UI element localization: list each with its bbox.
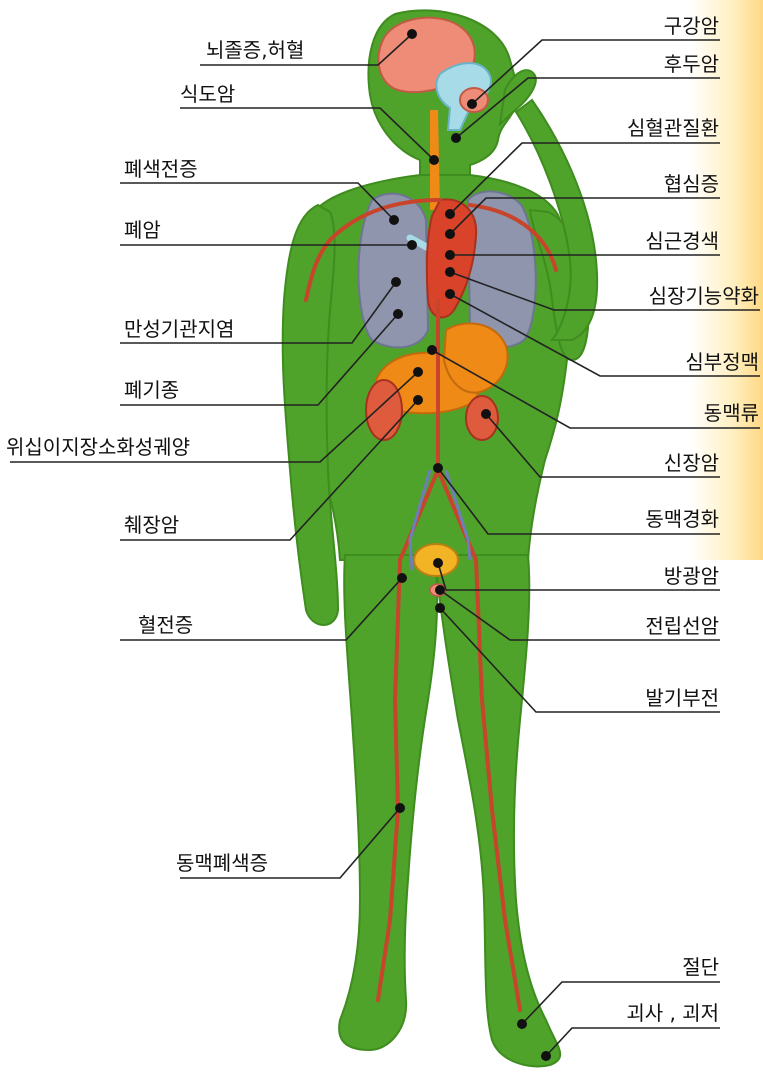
label-larynx: 후두암 [664,52,719,76]
dot-heart-failure [445,267,455,277]
label-amputation: 절단 [682,955,719,979]
dot-angina [445,229,455,239]
dot-kidney [481,409,491,419]
dot-impotence [435,603,445,613]
dot-cardio [445,209,455,219]
body-silhouette [283,10,597,1066]
dot-aneurysm [427,345,437,355]
label-angina: 협심증 [664,172,719,196]
label-thrombosis: 혈전증 [138,613,193,637]
dot-arterial-occlusion [395,803,405,813]
stomach [444,323,508,392]
label-oral: 구강암 [664,14,719,38]
label-lung-cancer: 폐암 [124,218,161,242]
label-aneurysm: 동맥류 [704,401,759,425]
dot-amputation [517,1019,527,1029]
dot-esophagus [429,155,439,165]
dot-bronchitis [391,277,401,287]
label-emphysema: 폐기종 [124,378,179,402]
label-impotence: 발기부전 [645,686,719,710]
dot-lung-cancer [407,240,417,250]
dot-necrosis [541,1051,551,1061]
label-bronchitis: 만성기관지염 [124,317,234,341]
dot-arteriosclerosis [433,463,443,473]
label-pancreas: 췌장암 [124,513,179,537]
dot-arrhythmia [445,289,455,299]
label-arterial-occlusion: 동맥폐색증 [176,851,268,875]
label-kidney: 신장암 [664,451,719,475]
label-brain: 뇌졸증,허혈 [206,38,304,62]
dot-embolism [389,215,399,225]
label-infarction: 심근경색 [645,229,719,253]
label-necrosis: 괴사 , 괴저 [626,1001,719,1025]
right-kidney [466,396,498,440]
dot-ulcer [413,367,423,377]
label-prostate: 전립선암 [645,614,719,638]
dot-larynx [451,133,461,143]
dot-brain [407,29,417,39]
dot-prostate [435,585,445,595]
label-embolism: 폐색전증 [124,157,198,181]
dot-thrombosis [397,573,407,583]
label-cardio: 심혈관질환 [627,116,719,140]
label-arrhythmia: 심부정맥 [685,350,759,374]
label-bladder: 방광암 [664,564,719,588]
label-arteriosclerosis: 동맥경화 [645,507,719,531]
dot-bladder [433,558,443,568]
label-heart-failure: 심장기능약화 [649,284,759,308]
left-kidney [366,380,402,440]
label-esophagus: 식도암 [180,82,235,106]
dot-infarction [445,250,455,260]
dot-oral [467,99,477,109]
dot-emphysema [393,309,403,319]
dot-pancreas [413,395,423,405]
label-ulcer: 위십이지장소화성궤양 [6,435,190,459]
